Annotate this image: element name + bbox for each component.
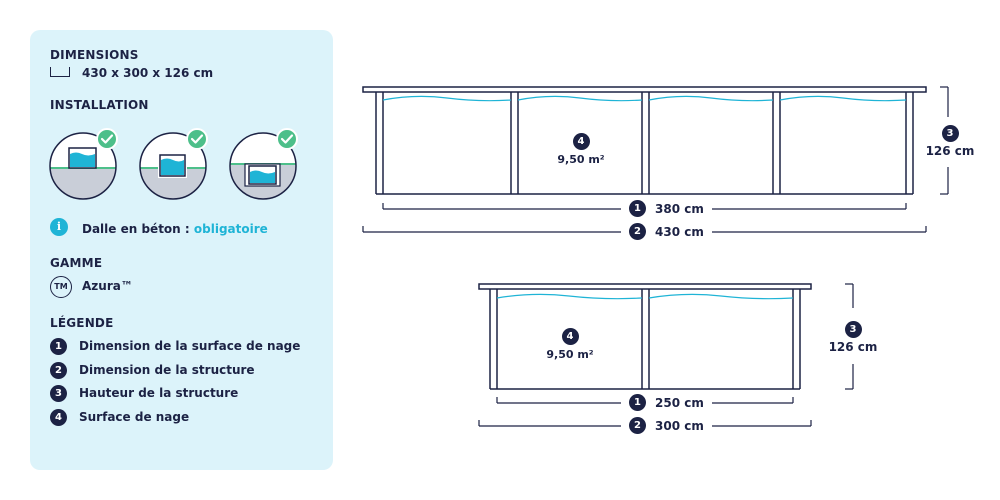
outer-dimension-label: 2 430 cm [621,223,712,240]
badge-3: 3 [844,321,862,338]
legend-label: Hauteur de la structure [79,386,239,400]
swim-area-value: 9,50 m² [557,153,605,166]
above-ground-pool-icon [49,128,118,200]
outer-dimension-label: 2 300 cm [621,417,712,434]
inner-dimension-label: 1 250 cm [621,394,712,411]
legend-title: LÉGENDE [50,316,114,330]
badge-4: 4 [561,328,579,345]
range-title: GAMME [50,256,103,270]
legend-item: 1 Dimension de la surface de nage [50,337,300,355]
inner-dimension-value: 250 cm [655,395,704,410]
height-value: 126 cm [925,144,975,158]
swim-area-label: 4 9,50 m² [541,328,599,361]
slab-label: Dalle en béton : [82,222,190,236]
swim-area-label: 4 9,50 m² [553,133,609,166]
info-icon: i [50,218,68,236]
badge-4: 4 [572,133,590,150]
installation-title: INSTALLATION [50,98,149,112]
legend-number: 1 [50,337,67,355]
water-surface [382,95,907,102]
height-label: 3 126 cm [828,321,878,354]
slab-requirement: Dalle en béton : obligatoire [82,222,268,236]
check-icon [186,128,208,150]
badge-1: 1 [629,394,646,411]
badge-2: 2 [629,223,646,240]
slab-value: obligatoire [193,222,268,236]
height-bracket [940,86,949,195]
dimensions-icon [50,67,70,77]
check-icon [276,128,298,150]
product-info-panel: DIMENSIONS 430 x 300 x 126 cm INSTALLATI… [30,30,333,470]
legend-label: Surface de nage [79,410,190,424]
swim-area-value: 9,50 m² [546,348,594,361]
height-bracket [845,283,854,390]
dimensions-title: DIMENSIONS [50,48,139,62]
legend-item: 4 Surface de nage [50,408,189,426]
badge-2: 2 [629,417,646,434]
legend-number: 2 [50,361,67,379]
outer-dimension-value: 300 cm [655,418,704,433]
range-value: Azura™ [82,279,133,293]
inner-dimension-label: 1 380 cm [621,200,712,217]
trademark-icon: TM [50,276,72,298]
check-icon [96,128,118,150]
badge-3: 3 [941,125,959,142]
buried-pool-icon [229,128,298,200]
outer-dimension-value: 430 cm [655,224,704,239]
badge-1: 1 [629,200,646,217]
legend-label: Dimension de la surface de nage [79,339,301,353]
legend-number: 4 [50,408,67,426]
dimensions-value: 430 x 300 x 126 cm [82,66,214,80]
pool-long-side [362,86,927,195]
semi-buried-pool-icon [139,128,208,200]
legend-item: 3 Hauteur de la structure [50,384,238,402]
height-value: 126 cm [828,340,878,354]
inner-dimension-value: 380 cm [655,201,704,216]
height-label: 3 126 cm [925,125,975,158]
legend-label: Dimension de la structure [79,363,255,377]
pool-short-side [478,283,812,390]
legend-number: 3 [50,384,67,402]
water-surface [496,293,794,300]
legend-item: 2 Dimension de la structure [50,361,255,379]
